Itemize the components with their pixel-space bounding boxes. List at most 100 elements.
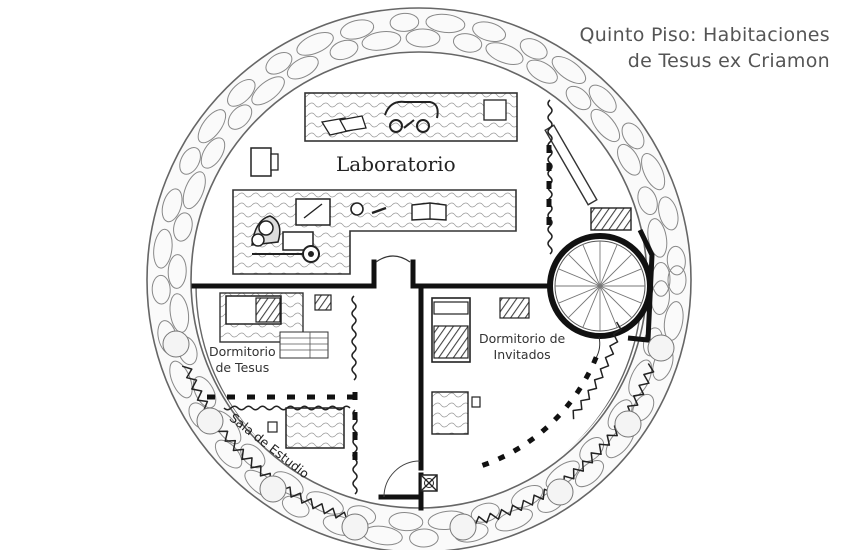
wall-stone (200, 137, 226, 169)
column (162, 330, 190, 358)
wall-block (540, 425, 549, 434)
wall-stone (667, 265, 687, 295)
stair-step (599, 285, 642, 304)
stair-step (582, 285, 601, 328)
stair-step (599, 285, 618, 328)
wall-stone (519, 38, 548, 60)
perimeter-columns (162, 330, 675, 541)
wall-stone (151, 274, 171, 305)
wall-stone (361, 31, 402, 51)
study-door (383, 460, 421, 498)
stair-step (599, 244, 618, 287)
wall-stone (296, 32, 334, 56)
column (546, 478, 574, 506)
wavy-wall-segment (351, 295, 357, 381)
wall-stone (526, 59, 558, 84)
wavy-arc-wall (181, 365, 357, 523)
wall-block (591, 356, 599, 365)
stair-step (567, 285, 601, 319)
map-title-line-1: Quinto Piso: Habitaciones (579, 24, 830, 46)
wall-stone (485, 42, 524, 65)
wall-stone (340, 19, 375, 40)
wall-stone (179, 147, 201, 175)
wall-stone (637, 186, 658, 216)
wall-stone (265, 51, 293, 75)
map-title-line-2: de Tesus ex Criamon (627, 50, 830, 72)
room-label-tesus-bedroom: Dormitorio de Tesus (209, 344, 276, 376)
wall-stone (161, 188, 183, 223)
wall-stone (173, 212, 193, 242)
wall-stone (405, 28, 441, 48)
stair-step (599, 285, 633, 319)
wall-block (481, 460, 490, 468)
wall-stone (666, 245, 686, 276)
spiral-staircase (547, 228, 655, 359)
column (449, 513, 477, 541)
wall-stone (658, 196, 679, 231)
wall-stone (389, 12, 420, 32)
room-label-tesus-line1: Dormitorio (209, 344, 276, 359)
wall-stone (565, 85, 592, 111)
guest-bed (431, 297, 530, 435)
inner-ring (195, 284, 643, 506)
room-label-guest-line2: Invitados (493, 347, 551, 362)
column (259, 475, 287, 503)
wall-stone (588, 84, 617, 113)
wall-block (552, 413, 562, 422)
wall-stone (214, 439, 243, 469)
tesus-bed (219, 292, 332, 359)
stair-landing-crate (590, 207, 632, 231)
wall-stone (182, 171, 206, 210)
stair-step (599, 268, 642, 287)
wall-stone (329, 39, 359, 61)
wall-stone (641, 153, 666, 191)
stair-step (582, 244, 601, 287)
trapdoor-marker (420, 474, 438, 492)
wall-stone (647, 218, 668, 258)
stair-step (599, 253, 633, 287)
wall-block (574, 386, 583, 395)
wall-stone (169, 360, 193, 399)
lab-chair (250, 147, 279, 177)
wall-stone (472, 21, 507, 43)
wall-block (497, 453, 506, 462)
wall-stone (621, 122, 645, 150)
room-label-tesus-line2: de Tesus (215, 360, 270, 375)
column (196, 407, 224, 435)
stair-step (558, 285, 601, 304)
wall-stone (192, 376, 217, 409)
wall-block (526, 436, 536, 445)
wall-stone (425, 13, 466, 34)
wall-stone (551, 56, 587, 84)
dashed-walls (207, 145, 599, 468)
column (647, 334, 675, 362)
wall-stone (579, 437, 605, 462)
wall-stone (251, 76, 285, 106)
column (614, 410, 642, 438)
wall-stone (227, 79, 256, 107)
study-desk (267, 407, 345, 449)
wall-stone (281, 495, 310, 518)
column (341, 513, 369, 541)
wall-stone (153, 228, 173, 269)
room-label-guest-bedroom: Dormitorio de Invitados (479, 331, 565, 363)
wall-stone (240, 443, 266, 469)
wall-stone (306, 491, 344, 515)
wall-stone (197, 109, 227, 144)
wall-stone (409, 528, 439, 548)
wall-block (583, 371, 592, 380)
room-label-guest-line1: Dormitorio de (479, 331, 566, 346)
wall-block (564, 400, 573, 409)
stair-step (567, 253, 601, 287)
wall-stone (617, 143, 641, 176)
wavy-wall-segment (547, 99, 553, 255)
lab-table-top (304, 92, 518, 142)
wall-stone (286, 55, 319, 80)
wall-block (512, 445, 521, 454)
corridor-door (375, 255, 411, 263)
stair-step (558, 268, 601, 287)
wall-stone (590, 108, 621, 143)
wall-stone (167, 254, 187, 289)
wall-stone (452, 33, 483, 53)
